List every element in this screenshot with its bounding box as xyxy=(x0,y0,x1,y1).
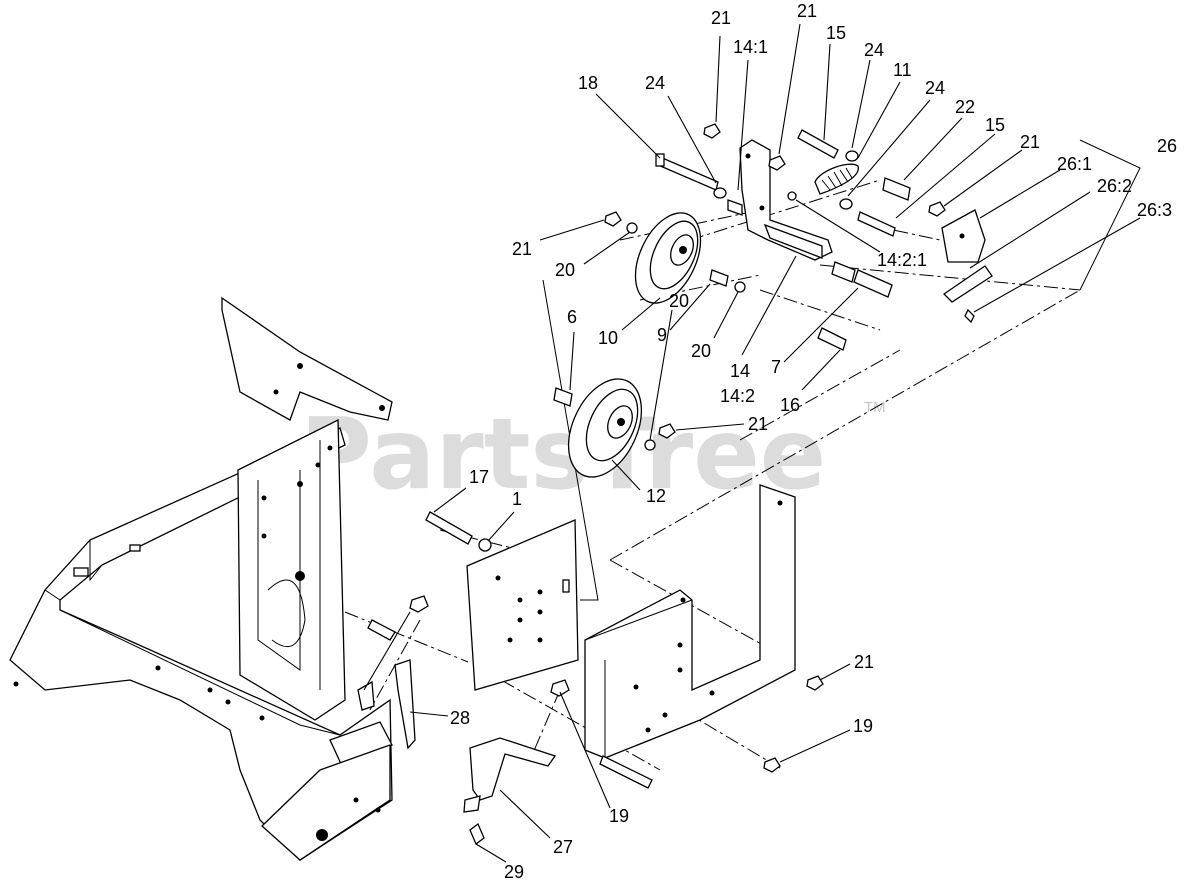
callout-24: 24 xyxy=(645,73,665,93)
callout-7: 7 xyxy=(771,357,781,377)
callout-26-3: 26:3 xyxy=(1137,200,1172,220)
callout-26-1: 26:1 xyxy=(1057,154,1092,174)
callout-14-2-1: 14:2:1 xyxy=(877,250,927,270)
callout-10: 10 xyxy=(598,328,618,348)
callout-9: 9 xyxy=(657,325,667,345)
callout-14-1: 14:1 xyxy=(733,37,768,57)
callout-26: 26 xyxy=(1157,136,1177,156)
callout-24: 24 xyxy=(925,78,945,98)
leader-lines xyxy=(363,23,1141,863)
callout-15: 15 xyxy=(985,115,1005,135)
right-bracket xyxy=(584,484,796,789)
callout-20: 20 xyxy=(691,341,711,361)
callout-21: 21 xyxy=(748,414,768,434)
callout-29: 29 xyxy=(504,862,524,882)
callout-1: 1 xyxy=(512,489,522,509)
callout-20: 20 xyxy=(555,260,575,280)
frame-assembly xyxy=(9,296,393,861)
callout-21: 21 xyxy=(854,652,874,672)
callout-27: 27 xyxy=(553,837,573,857)
callout-16: 16 xyxy=(780,395,800,415)
mount-plate xyxy=(466,279,599,691)
callout-6: 6 xyxy=(567,307,577,327)
callout-labels: 21 21 14:1 15 24 18 24 11 24 22 15 21 26… xyxy=(450,1,1177,882)
callout-22: 22 xyxy=(955,97,975,117)
callout-20: 20 xyxy=(669,291,689,311)
callout-15: 15 xyxy=(826,23,846,43)
hardware-parts xyxy=(357,123,1141,846)
callout-14: 14 xyxy=(730,361,750,381)
callout-19: 19 xyxy=(853,716,873,736)
callout-26-2: 26:2 xyxy=(1097,176,1132,196)
pivot-arm xyxy=(739,139,833,261)
callout-21: 21 xyxy=(797,1,817,21)
callout-21: 21 xyxy=(512,239,532,259)
callout-18: 18 xyxy=(578,73,598,93)
callout-24: 24 xyxy=(864,40,884,60)
callout-28: 28 xyxy=(450,708,470,728)
callout-21: 21 xyxy=(1020,132,1040,152)
callout-12: 12 xyxy=(646,486,666,506)
callout-14-2: 14:2 xyxy=(720,386,755,406)
callout-19: 19 xyxy=(609,806,629,826)
callout-17: 17 xyxy=(469,467,489,487)
callout-21: 21 xyxy=(711,8,731,28)
callout-11: 11 xyxy=(893,60,912,80)
